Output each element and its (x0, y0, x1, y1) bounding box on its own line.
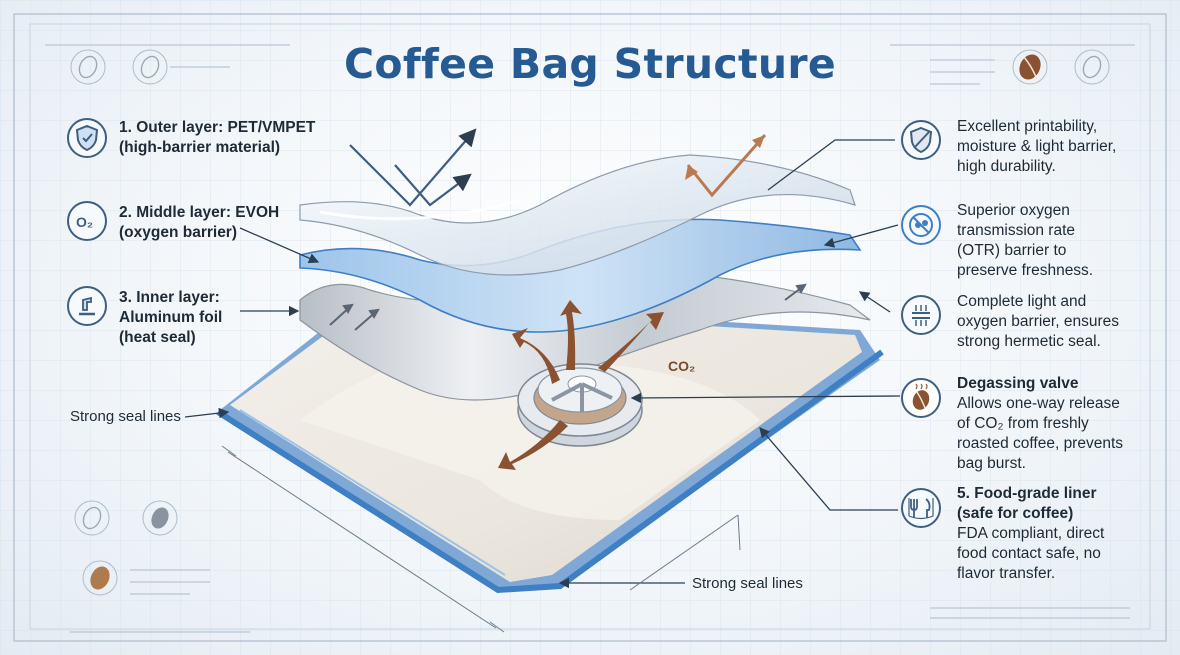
inner-layer-title2: Aluminum foil (119, 309, 223, 326)
seal-lines-left-label: Strong seal lines (70, 408, 181, 425)
middle-layer-note-line: (OTR) barrier to (957, 242, 1067, 259)
inner-layer-sub: (heat seal) (119, 329, 196, 346)
liner-note-line: flavor transfer. (957, 565, 1056, 582)
coffee-bean-icon (901, 378, 941, 418)
valve-note-line: bag burst. (957, 455, 1026, 472)
heat-seal-icon (67, 286, 107, 326)
valve-note: Degassing valve Allows one-way release o… (957, 374, 1123, 474)
inner-layer-note-line: strong hermetic seal. (957, 333, 1101, 350)
middle-layer-note-line: Superior oxygen (957, 202, 1070, 219)
valve-note-line: roasted coffee, prevents (957, 435, 1124, 452)
liner-note-line: food contact safe, no (957, 545, 1101, 562)
inner-layer-note: Complete light and oxygen barrier, ensur… (957, 292, 1119, 352)
middle-layer-title: 2. Middle layer: EVOH (119, 204, 280, 221)
shield-slash-icon (901, 120, 941, 160)
co2-label: CO₂ (668, 358, 696, 374)
layers-icon (901, 295, 941, 335)
inner-layer-label: 3. Inner layer: Aluminum foil (heat seal… (119, 288, 222, 348)
outer-layer-title: 1. Outer layer: PET/VMPET (119, 119, 316, 136)
valve-note-line: Allows one-way release (957, 395, 1120, 412)
valve-note-line: of CO₂ from freshly (957, 415, 1089, 432)
seal-lines-bottom-label: Strong seal lines (692, 575, 803, 592)
outer-layer-sub: (high-barrier material) (119, 139, 281, 156)
liner-note: 5. Food-grade liner (safe for coffee) FD… (957, 484, 1104, 584)
pet-outer-layer (299, 154, 856, 276)
outer-layer-note-line: high durability. (957, 158, 1056, 175)
inner-layer-note-line: Complete light and (957, 293, 1087, 310)
middle-layer-note-line: transmission rate (957, 222, 1076, 239)
liner-title2: (safe for coffee) (957, 505, 1074, 522)
o2-icon-text: O₂ (76, 214, 93, 230)
liner-note-line: FDA compliant, direct (957, 525, 1105, 542)
inner-layer-note-line: oxygen barrier, ensures (957, 313, 1119, 330)
degassing-valve (517, 363, 643, 447)
shield-icon (67, 118, 107, 158)
no-oxygen-icon (901, 205, 941, 245)
cutlery-icon (901, 488, 941, 528)
middle-layer-note-line: preserve freshness. (957, 262, 1094, 279)
middle-layer-label: 2. Middle layer: EVOH (oxygen barrier) (119, 203, 279, 243)
valve-title: Degassing valve (957, 375, 1079, 392)
outer-layer-note: Excellent printability, moisture & light… (957, 117, 1116, 177)
outer-layer-note-line: Excellent printability, (957, 118, 1098, 135)
outer-layer-note-line: moisture & light barrier, (957, 138, 1117, 155)
middle-layer-note: Superior oxygen transmission rate (OTR) … (957, 201, 1093, 281)
outer-layer-label: 1. Outer layer: PET/VMPET (high-barrier … (119, 118, 315, 158)
page-title: Coffee Bag Structure (343, 40, 836, 88)
middle-layer-sub: (oxygen barrier) (119, 224, 238, 241)
seal-line-edge (216, 349, 884, 594)
inner-layer-title: 3. Inner layer: (119, 289, 220, 306)
liner-title: 5. Food-grade liner (957, 485, 1097, 502)
o2-icon: O₂ (67, 201, 107, 241)
